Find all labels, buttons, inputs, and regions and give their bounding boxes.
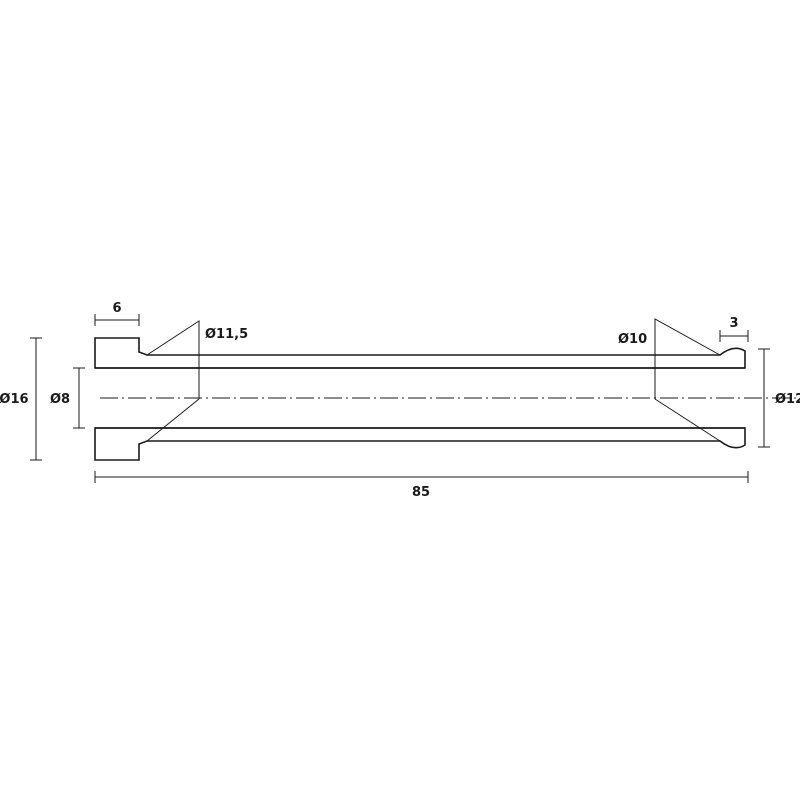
dim-bore-diameter-label: Ø8 xyxy=(50,392,70,407)
dim-flange-length: 6 xyxy=(94,301,140,326)
dim-bore-diameter: Ø8 xyxy=(50,367,85,429)
part-section xyxy=(94,318,800,461)
dim-overall-length-label: 85 xyxy=(412,485,430,500)
dim-flange-length-label: 6 xyxy=(112,301,121,316)
right-cone xyxy=(654,318,721,442)
top-wall-section xyxy=(94,337,746,369)
dim-end-diameter-label: Ø12 xyxy=(775,392,800,407)
bottom-wall-section xyxy=(94,427,746,461)
left-cone xyxy=(146,320,200,442)
dim-bead-length-label: 3 xyxy=(729,316,738,331)
dim-bead-length: 3 xyxy=(719,316,749,342)
dim-flange-diameter-label: Ø16 xyxy=(0,392,29,407)
dim-cone-left-diameter-label: Ø11,5 xyxy=(205,327,248,342)
dim-overall-length: 85 xyxy=(94,471,749,500)
dim-cone-right-diameter-label: Ø10 xyxy=(618,332,647,347)
dim-flange-diameter: Ø16 xyxy=(0,337,42,461)
dim-end-diameter: Ø12 xyxy=(758,348,800,448)
